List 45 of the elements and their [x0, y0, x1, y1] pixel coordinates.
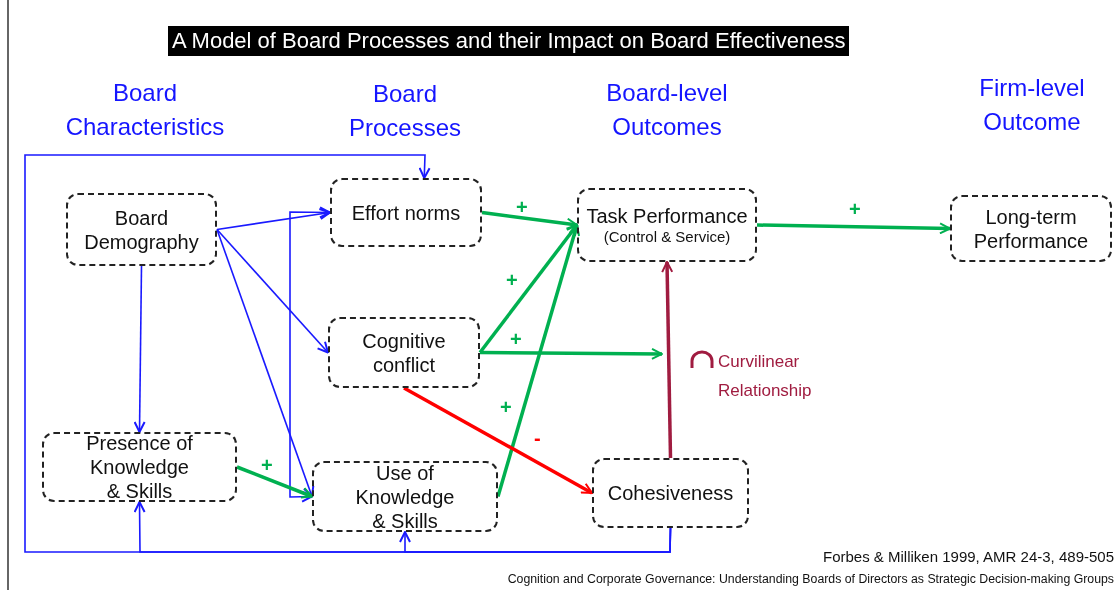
dashed-process-box	[330, 178, 482, 247]
citation-text: Forbes & Milliken 1999, AMR 24-3, 489-505	[823, 548, 1114, 565]
dashed-process-box	[328, 317, 480, 388]
dashed-process-box	[312, 461, 498, 532]
arrow	[399, 527, 672, 553]
arrow	[403, 386, 593, 495]
arrow	[480, 347, 663, 360]
column-heading: Board-level Outcomes	[605, 78, 729, 142]
node-text: Task Performance	[586, 204, 748, 228]
edge-label: Curvilinear Relationship	[718, 351, 813, 402]
arrow	[756, 222, 951, 235]
arrow	[661, 261, 674, 459]
node-text: Effort norms	[351, 200, 461, 225]
edge-label: +	[506, 270, 518, 290]
node-subtext: (Control & Service)	[603, 228, 731, 246]
dashed-process-box	[577, 188, 757, 262]
diagram-title: A Model of Board Processes and their Impact on Board Effectiveness	[168, 26, 850, 56]
arrow	[496, 224, 580, 497]
dashed-process-box	[66, 193, 217, 266]
node-text: Board Demography	[83, 205, 200, 254]
edge-label: +	[261, 455, 273, 475]
arrow	[216, 228, 329, 354]
node-text: Presence of Knowledge & Skills	[85, 431, 194, 503]
arrow	[236, 465, 313, 499]
column-heading: Board Processes	[347, 79, 462, 143]
dashed-process-box	[592, 458, 749, 528]
edge-label: +	[500, 397, 512, 417]
arrow	[133, 265, 146, 433]
dashed-process-box	[42, 432, 237, 502]
column-heading: Board Characteristics	[64, 78, 226, 142]
edge-label: -	[534, 428, 541, 448]
edge-label: +	[849, 199, 861, 219]
node-text: Use of Knowledge & Skills	[355, 460, 455, 533]
arrow	[478, 223, 579, 354]
arrow	[216, 208, 331, 231]
node-text: Long-term Performance	[972, 204, 1090, 253]
edge-label: +	[510, 329, 522, 349]
edge-label: +	[516, 197, 528, 217]
arrow	[481, 210, 578, 230]
citation-text: Cognition and Corporate Governance: Understanding Boards of Directors as Strategic Decision-making Groups	[507, 572, 1114, 586]
node-text: Cohesiveness	[607, 481, 734, 505]
arrow	[289, 206, 331, 503]
node-text: Cognitive conflict	[361, 328, 447, 377]
column-heading: Firm-level Outcome	[978, 73, 1086, 137]
dashed-process-box	[950, 195, 1112, 262]
